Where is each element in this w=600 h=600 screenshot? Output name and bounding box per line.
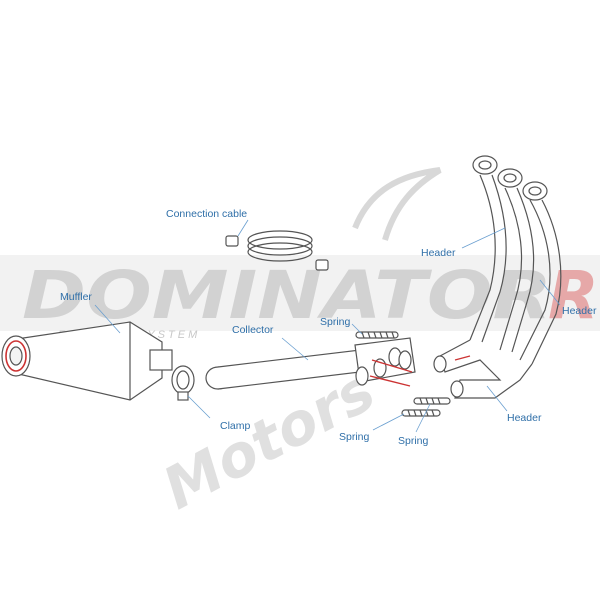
- leader-header-bottom: [486, 385, 508, 412]
- label-header-bottom: Header: [507, 412, 542, 424]
- label-connection-cable: Connection cable: [166, 208, 248, 220]
- connection-cable-part: [225, 230, 329, 271]
- label-header-right: Header: [562, 305, 597, 317]
- leader-connection-cable: [237, 219, 249, 237]
- spring-bottom-right-part: [413, 397, 451, 405]
- leader-clamp: [187, 395, 211, 419]
- muffler-part: [1, 321, 173, 401]
- spring-top-part: [355, 331, 399, 339]
- clamp-part: [171, 365, 195, 401]
- label-header-top: Header: [421, 247, 456, 259]
- header-pipes-part: [433, 155, 562, 399]
- label-collector: Collector: [232, 324, 274, 336]
- leader-lines: [94, 219, 561, 433]
- watermark-brand: DOMINATOR: [22, 257, 552, 334]
- label-muffler: Muffler: [60, 291, 92, 303]
- leader-muffler: [94, 304, 121, 334]
- leader-header-right: [539, 279, 561, 306]
- leader-spring-top: [351, 323, 363, 335]
- spring-bottom-left-part: [401, 409, 441, 417]
- label-spring-top: Spring: [320, 316, 351, 328]
- label-spring-bottom-left: Spring: [339, 431, 370, 443]
- watermark-brand-accent: R: [548, 257, 599, 334]
- leader-header-top: [461, 227, 506, 249]
- leader-spring-bottom-right: [415, 403, 431, 433]
- label-clamp: Clamp: [220, 420, 251, 432]
- leader-collector: [281, 337, 309, 361]
- watermark-swoosh: [352, 167, 442, 241]
- label-spring-bottom-right: Spring: [398, 435, 429, 447]
- collector-part: [205, 337, 416, 390]
- leader-spring-bottom-left: [372, 413, 405, 431]
